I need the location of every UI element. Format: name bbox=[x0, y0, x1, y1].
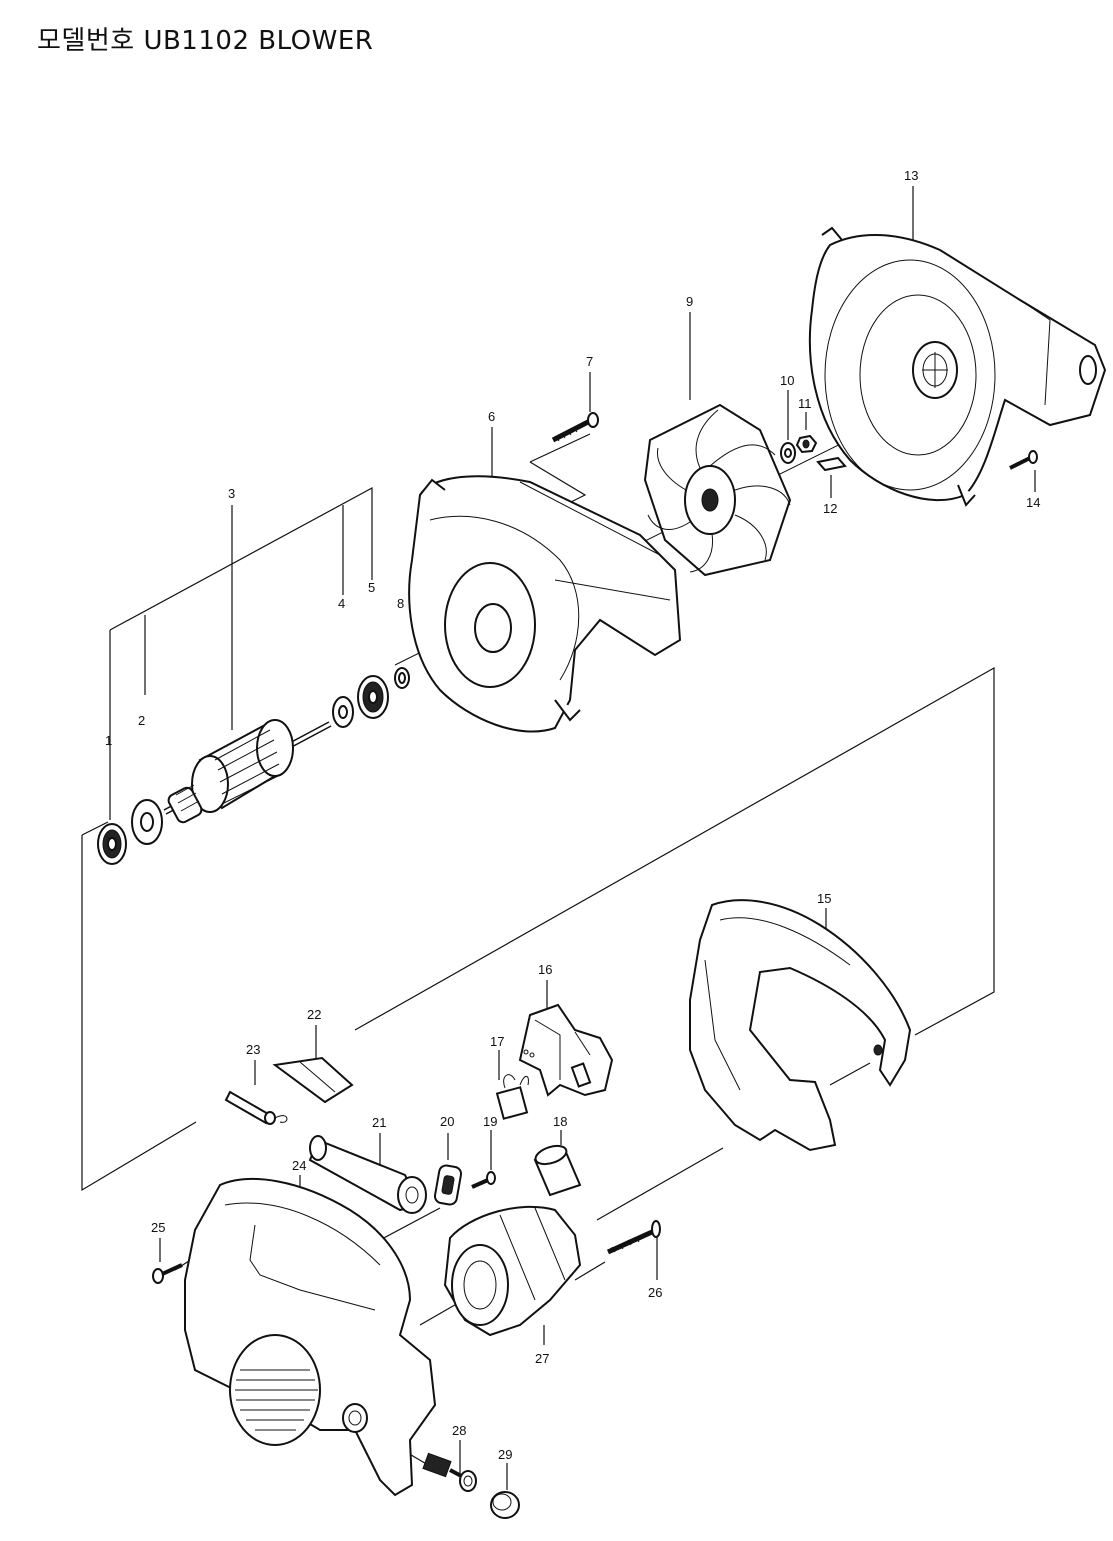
label-4: 4 bbox=[338, 596, 345, 611]
part-19-screw bbox=[471, 1171, 496, 1189]
part-7-screw bbox=[551, 412, 599, 443]
label-24: 24 bbox=[292, 1158, 306, 1173]
part-2-washer bbox=[131, 799, 163, 845]
label-25: 25 bbox=[151, 1220, 165, 1235]
label-6: 6 bbox=[488, 409, 495, 424]
part-27-field bbox=[443, 1205, 582, 1337]
part-8-ring bbox=[394, 667, 410, 689]
label-21: 21 bbox=[372, 1115, 386, 1130]
part-12-clip bbox=[816, 456, 847, 472]
label-19: 19 bbox=[483, 1114, 497, 1129]
label-27: 27 bbox=[535, 1351, 549, 1366]
part-25-screw bbox=[152, 1263, 183, 1284]
part-9-impeller-fan bbox=[643, 403, 792, 577]
label-17: 17 bbox=[490, 1034, 504, 1049]
part-24-handle-housing bbox=[184, 1178, 437, 1497]
part-28-carbon-brush bbox=[422, 1452, 477, 1492]
page-title: 모델번호 UB1102 BLOWER bbox=[37, 26, 374, 56]
label-8: 8 bbox=[397, 596, 404, 611]
part-26-screw bbox=[606, 1220, 661, 1255]
part-22-label bbox=[272, 1056, 354, 1104]
part-23-filter bbox=[224, 1090, 288, 1125]
part-29-brush-cap bbox=[490, 1491, 520, 1519]
part-1-ball-bearing bbox=[97, 823, 127, 865]
part-20-cord-clamp bbox=[433, 1164, 463, 1206]
part-labels: 1 2 3 4 5 6 7 8 9 10 11 12 13 14 15 16 1… bbox=[105, 168, 1040, 1462]
label-1: 1 bbox=[105, 733, 112, 748]
label-11: 11 bbox=[798, 396, 812, 411]
part-11-nut bbox=[795, 434, 818, 454]
label-26: 26 bbox=[648, 1285, 662, 1300]
label-9: 9 bbox=[686, 294, 693, 309]
part-13-fan-cover bbox=[808, 226, 1107, 507]
label-20: 20 bbox=[440, 1114, 454, 1129]
label-2: 2 bbox=[138, 713, 145, 728]
part-14-screw bbox=[1009, 450, 1038, 470]
part-3-armature bbox=[163, 719, 332, 824]
label-13: 13 bbox=[904, 168, 918, 183]
part-15-motor-housing-half bbox=[689, 899, 912, 1152]
part-10-washer bbox=[780, 442, 796, 464]
label-5: 5 bbox=[368, 580, 375, 595]
label-23: 23 bbox=[246, 1042, 260, 1057]
part-4-washer bbox=[332, 696, 354, 728]
part-17-noise-suppressor bbox=[495, 1074, 529, 1120]
label-29: 29 bbox=[498, 1447, 512, 1462]
part-6-fan-housing bbox=[408, 475, 682, 733]
part-16-switch bbox=[518, 1003, 614, 1097]
label-12: 12 bbox=[823, 501, 837, 516]
label-14: 14 bbox=[1026, 495, 1040, 510]
label-28: 28 bbox=[452, 1423, 466, 1438]
label-22: 22 bbox=[307, 1007, 321, 1022]
label-7: 7 bbox=[586, 354, 593, 369]
label-10: 10 bbox=[780, 373, 794, 388]
part-5-ball-bearing bbox=[357, 675, 389, 719]
label-16: 16 bbox=[538, 962, 552, 977]
label-3: 3 bbox=[228, 486, 235, 501]
label-18: 18 bbox=[553, 1114, 567, 1129]
part-18-sleeve bbox=[533, 1144, 582, 1197]
part-21-cord-guard bbox=[308, 1135, 427, 1214]
label-15: 15 bbox=[817, 891, 831, 906]
